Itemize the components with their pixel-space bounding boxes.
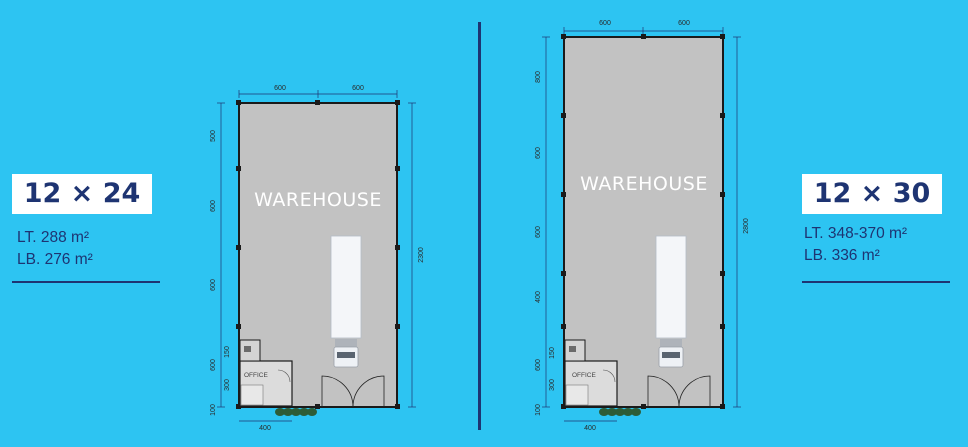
left-dim-6-left: 300	[224, 379, 231, 391]
bottom-dim-right: 400	[584, 425, 596, 432]
hedge-right	[599, 408, 641, 416]
left-dim-8-right: 100	[535, 404, 542, 416]
left-dim-3-left: 600	[210, 279, 217, 291]
top-dim-2-right: 600	[678, 20, 690, 27]
left-dim-4-left: 150	[224, 346, 231, 358]
warehouse-label-right: WAREHOUSE	[580, 173, 708, 195]
warehouse-floor-left	[239, 103, 397, 407]
building-area-left: LB. 276 m²	[17, 251, 93, 268]
left-dim-5-right: 150	[549, 347, 556, 359]
land-area-left: LT. 288 m²	[17, 229, 90, 246]
garage-door-right	[647, 375, 711, 408]
office-left: OFFICE	[239, 339, 293, 407]
office-right: OFFICE	[564, 339, 618, 407]
left-dim-2-right: 600	[535, 147, 542, 159]
left-dim-7-left: 100	[210, 404, 217, 416]
bottom-dim-left: 400	[259, 425, 271, 432]
center-divider	[478, 22, 481, 430]
floor-plan-right: 600 600 800 600 600 400 150 600 300 100 …	[535, 20, 750, 432]
underline-left	[12, 281, 160, 283]
unit-specs-left: LT. 288 m² LB. 276 m²	[17, 227, 93, 271]
top-dim-1-right: 600	[599, 20, 611, 27]
left-dim-6-right: 600	[535, 359, 542, 371]
floor-plan-left: 600 600 500 600 600 150 600 300 100 2300…	[210, 85, 425, 432]
building-area-right: LB. 336 m²	[804, 247, 880, 264]
left-dim-2-left: 600	[210, 200, 217, 212]
right-dim-right: 2800	[743, 218, 750, 234]
unit-specs-right: LT. 348-370 m² LB. 336 m²	[804, 223, 907, 267]
top-dim-2-left: 600	[352, 85, 364, 92]
left-dim-7-right: 300	[549, 379, 556, 391]
unit-size-title-left: 12 × 24	[12, 174, 152, 214]
warehouse-label-left: WAREHOUSE	[254, 189, 382, 211]
truck-right	[655, 235, 687, 368]
underline-right	[802, 281, 950, 283]
truck-left	[330, 235, 362, 368]
left-dim-1-right: 800	[535, 71, 542, 83]
top-dim-1-left: 600	[274, 85, 286, 92]
right-dim-left: 2300	[418, 247, 425, 263]
office-label-right: OFFICE	[572, 372, 596, 379]
office-label-left: OFFICE	[244, 372, 268, 379]
hedge-left	[275, 408, 317, 416]
warehouse-floor-right	[564, 37, 723, 407]
left-dim-1-left: 500	[210, 130, 217, 142]
left-dim-4-right: 400	[535, 291, 542, 303]
land-area-right: LT. 348-370 m²	[804, 225, 908, 242]
left-dim-3-right: 600	[535, 226, 542, 238]
unit-size-title-right: 12 × 30	[802, 174, 942, 214]
left-dim-5-left: 600	[210, 359, 217, 371]
garage-door-left	[321, 375, 385, 408]
